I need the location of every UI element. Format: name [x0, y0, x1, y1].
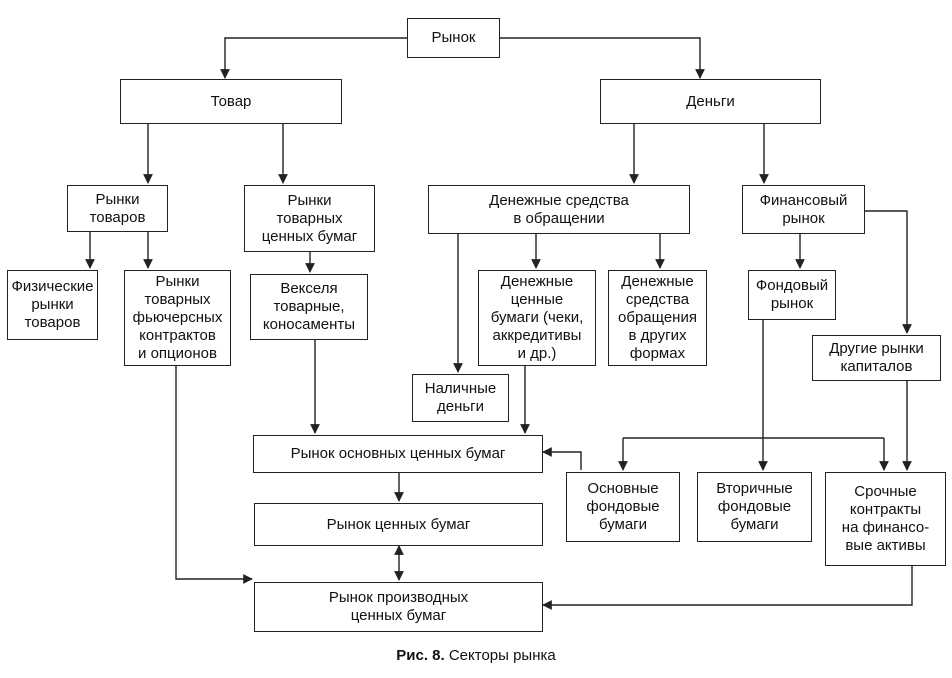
node-other-circulation-forms: Денежные средства обращения в других фор… — [608, 270, 707, 366]
node-money-in-circulation: Денежные средства в обращении — [428, 185, 690, 234]
node-stock-market: Фондовый рынок — [748, 270, 836, 320]
arrow-primstock-primary — [542, 447, 582, 470]
node-market: Рынок — [407, 18, 500, 58]
node-bills: Векселя товарные, коносаменты — [250, 274, 368, 340]
node-money: Деньги — [600, 79, 821, 124]
node-commodity-securities-markets: Рынки товарных ценных бумаг — [244, 185, 375, 252]
node-secondary-stock-securities: Вторичные фондовые бумаги — [697, 472, 812, 542]
node-physical-goods-markets: Физические рынки товаров — [7, 270, 98, 340]
node-goods: Товар — [120, 79, 342, 124]
node-goods-markets: Рынки товаров — [67, 185, 168, 232]
arrow-futures-derivatives — [175, 366, 253, 584]
figure-caption-label: Рис. 8. — [396, 647, 445, 664]
node-securities-market: Рынок ценных бумаг — [254, 503, 543, 546]
node-derivatives-market: Рынок производных ценных бумаг — [254, 582, 543, 632]
node-cash: Наличные деньги — [412, 374, 509, 422]
node-financial-market: Финансовый рынок — [742, 185, 865, 234]
node-other-capital-markets: Другие рынки капиталов — [812, 335, 941, 381]
arrow-market-money — [500, 37, 705, 79]
arrow-finmarket-othercap — [865, 210, 912, 334]
node-commodity-futures-options: Рынки товарных фьючерсных контрактов и о… — [124, 270, 231, 366]
figure-caption-text: Секторы рынка — [444, 647, 556, 664]
node-monetary-securities: Денежные ценные бумаги (чеки, аккредитив… — [478, 270, 596, 366]
arrow-term-derivatives — [542, 566, 913, 610]
arrow-market-goods — [220, 37, 407, 79]
node-primary-stock-securities: Основные фондовые бумаги — [566, 472, 680, 542]
node-primary-securities-market: Рынок основных ценных бумаг — [253, 435, 543, 473]
diagram-connectors — [85, 37, 913, 610]
figure-caption: Рис. 8. Секторы рынка — [0, 647, 952, 664]
node-term-contracts: Срочные контракты на финансо- вые активы — [825, 472, 946, 566]
